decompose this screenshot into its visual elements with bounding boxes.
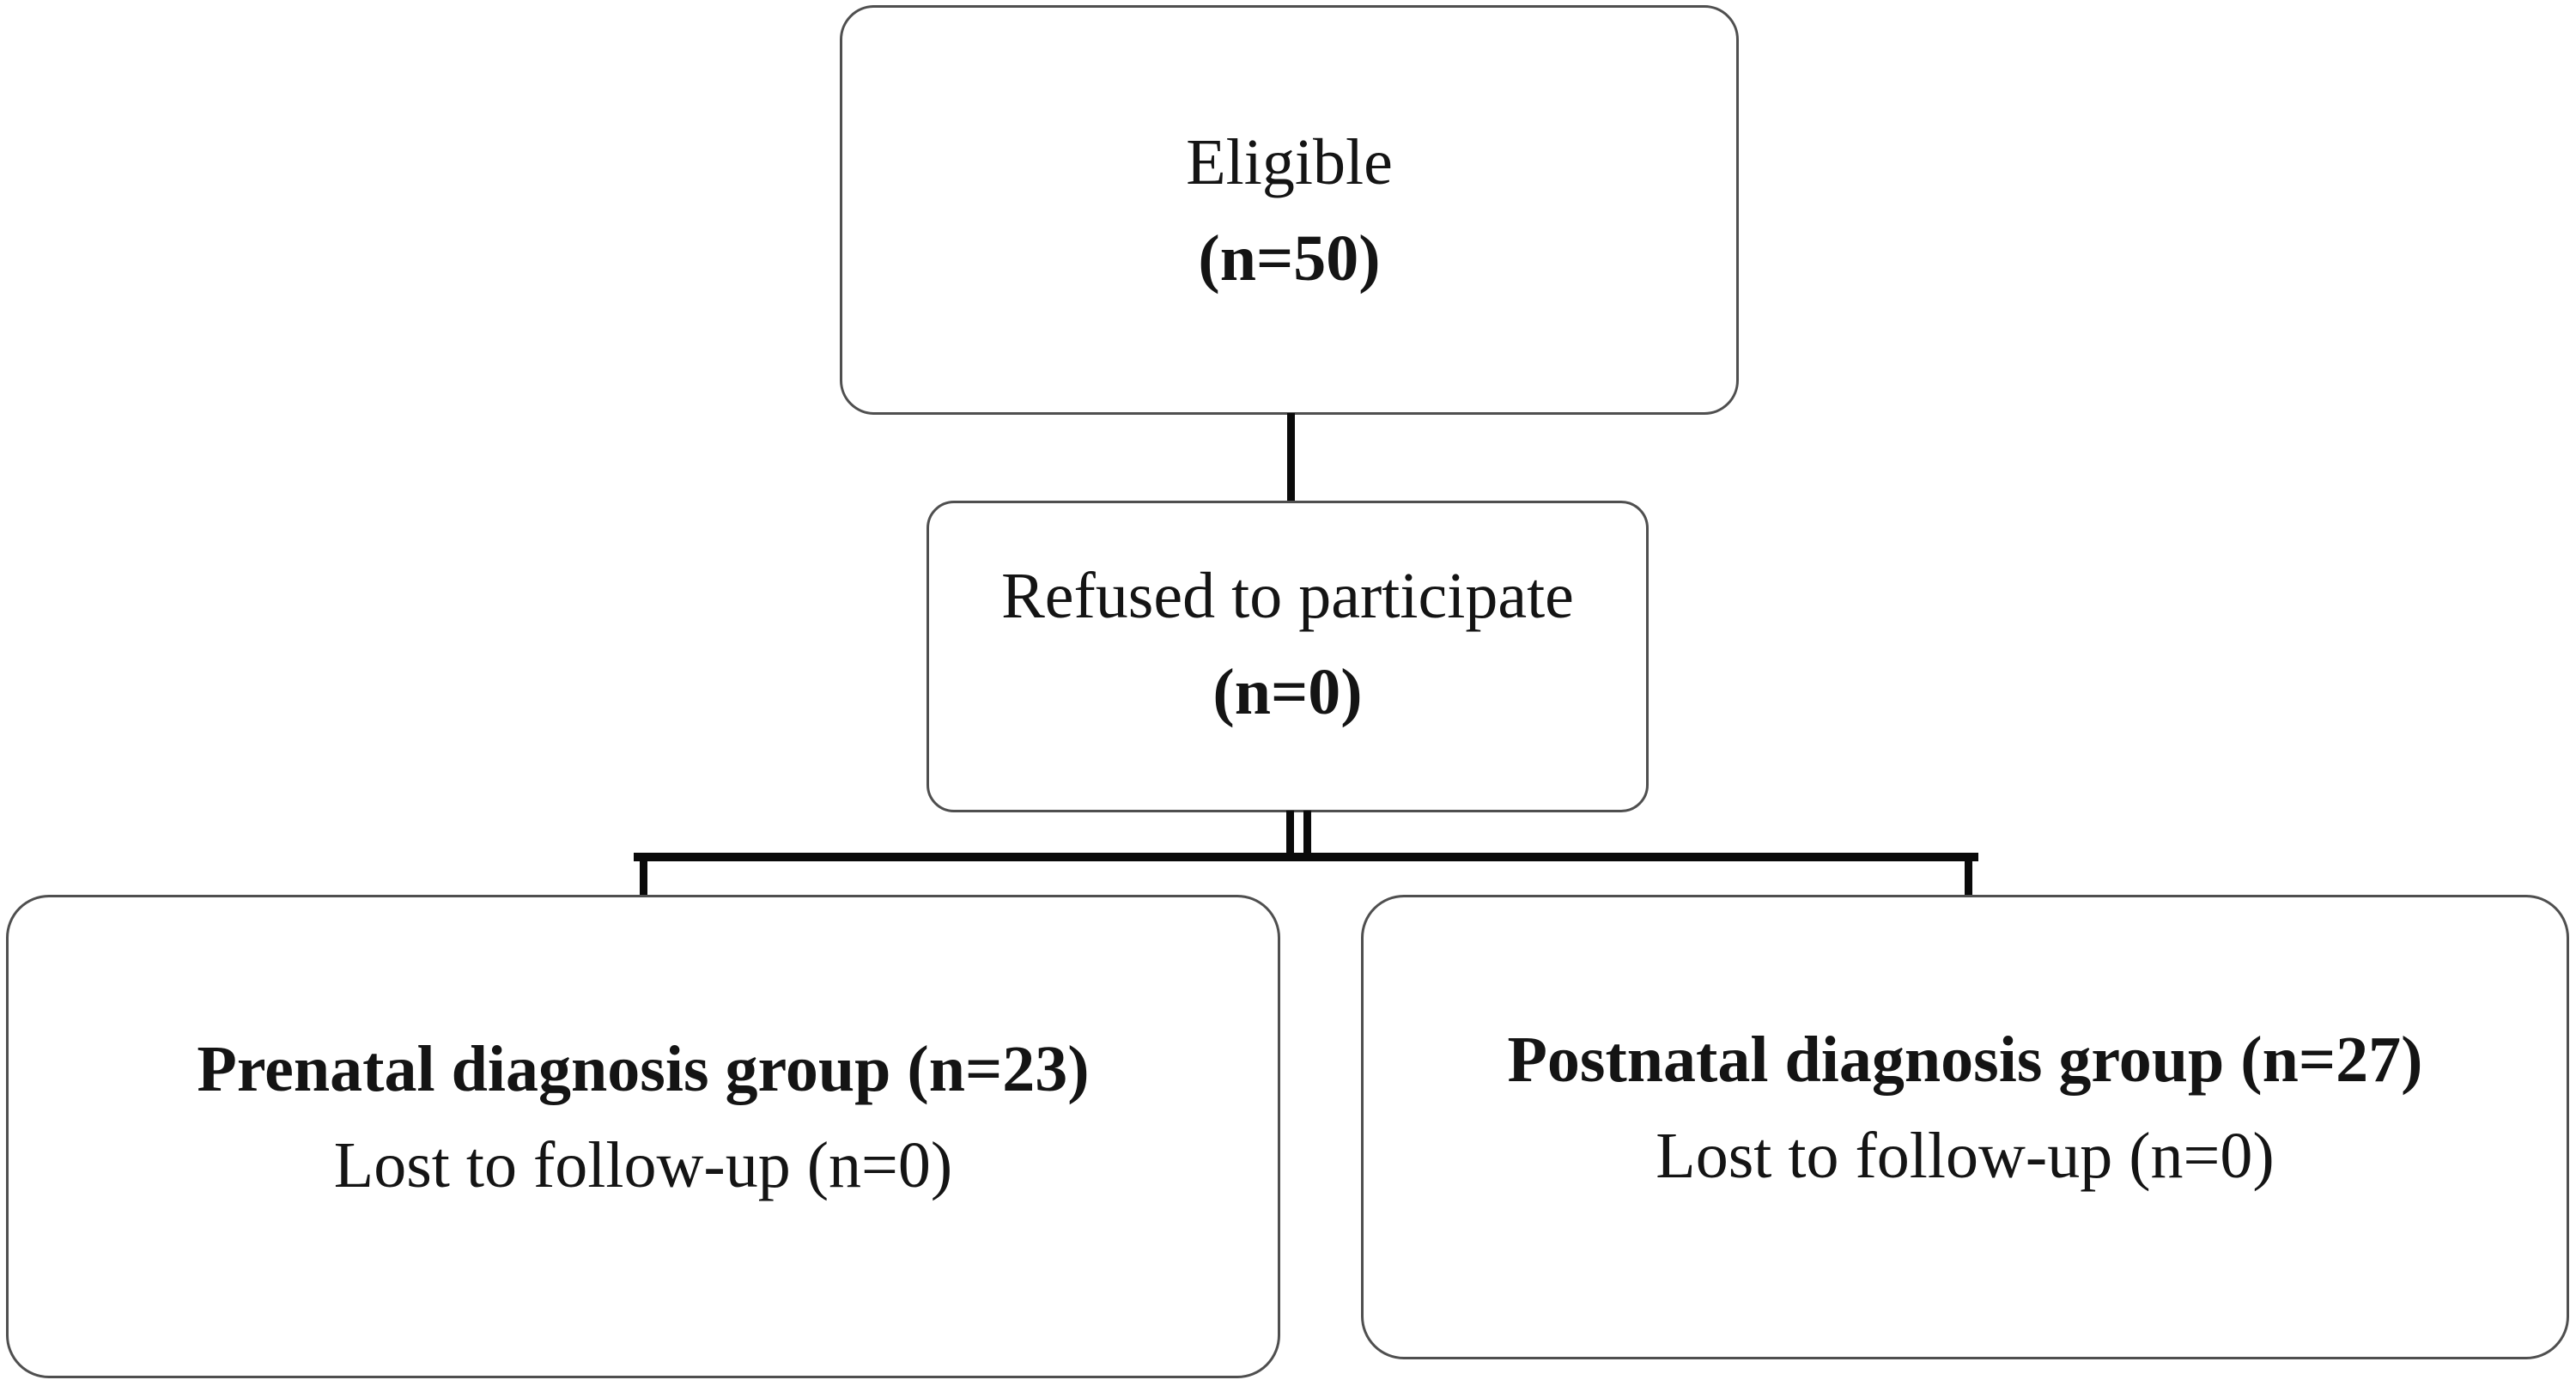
eligible-label: Eligible xyxy=(1186,125,1393,198)
box-prenatal-group: Prenatal diagnosis group (n=23) Lost to … xyxy=(6,895,1280,1378)
branch-horizontal-line xyxy=(634,853,1978,861)
box-refused: Refused to participate (n=0) xyxy=(927,501,1649,812)
refused-label: Refused to participate xyxy=(1001,559,1574,632)
branch-drop-left xyxy=(640,859,647,898)
eligible-count: (n=50) xyxy=(1198,222,1381,295)
branch-drop-right xyxy=(1965,859,1972,898)
box-eligible: Eligible (n=50) xyxy=(840,5,1739,415)
postnatal-group-label: Postnatal diagnosis group (n=27) xyxy=(1507,1024,2423,1096)
box-postnatal-group: Postnatal diagnosis group (n=27) Lost to… xyxy=(1361,895,2569,1359)
connector-refused-double-line xyxy=(1286,811,1311,854)
connector-eligible-to-refused xyxy=(1287,413,1295,502)
postnatal-lost-label: Lost to follow-up (n=0) xyxy=(1656,1120,2275,1192)
refused-count: (n=0) xyxy=(1212,655,1363,728)
prenatal-lost-label: Lost to follow-up (n=0) xyxy=(333,1129,953,1201)
prenatal-group-label: Prenatal diagnosis group (n=23) xyxy=(197,1033,1090,1105)
